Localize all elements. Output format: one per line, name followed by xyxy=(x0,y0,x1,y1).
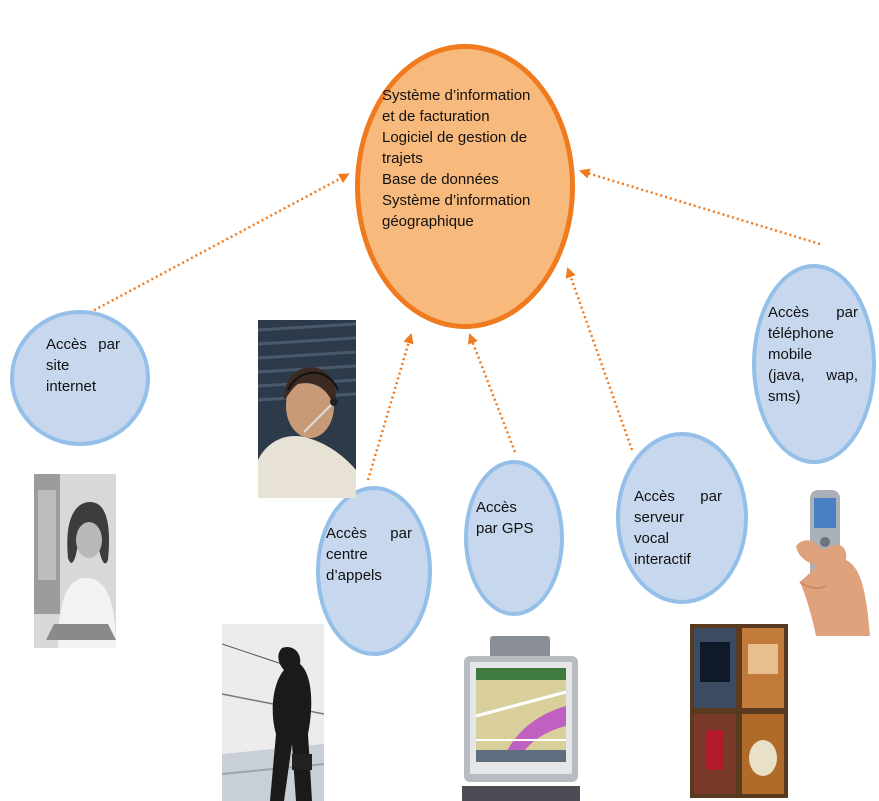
node-internet-circle xyxy=(10,310,150,446)
node-appels-circle xyxy=(316,486,432,656)
node-vocal-line: Accès par xyxy=(634,488,722,505)
node-internet-text: Accès par site internet xyxy=(46,334,120,397)
businessman-on-phone-photo xyxy=(222,624,324,801)
node-vocal-text: Accès par serveur vocal interactif xyxy=(634,486,722,570)
node-mobile-line: (java, wap, xyxy=(768,367,858,384)
node-mobile-text: Accès par téléphone mobile (java, wap, s… xyxy=(768,302,858,407)
node-appels-line: centre xyxy=(326,546,368,563)
node-appels-line: Accès par xyxy=(326,525,412,542)
arrow-internet xyxy=(71,173,350,324)
central-line: et de facturation xyxy=(382,108,490,125)
central-line: Système d’information xyxy=(382,87,531,104)
node-mobile-line: Accès par xyxy=(768,304,858,321)
arrow-vocal xyxy=(565,267,634,451)
node-vocal-circle xyxy=(616,432,748,604)
node-vocal-line: serveur xyxy=(634,509,685,526)
gps-device-photo xyxy=(462,636,580,801)
node-appels-line: d’appels xyxy=(326,567,382,584)
node-mobile-circle xyxy=(752,264,876,464)
node-gps-line: Accès xyxy=(476,499,517,516)
node-gps-text: Accès par GPS xyxy=(476,497,552,539)
node-mobile-line: mobile xyxy=(768,346,813,363)
node-gps-circle xyxy=(464,460,564,616)
central-system-text: Système d’information et de facturation … xyxy=(382,85,547,232)
node-internet-line: site xyxy=(46,357,70,374)
arrow-gps xyxy=(467,333,517,453)
arrow-mobile xyxy=(578,168,821,246)
central-system-circle xyxy=(355,44,575,329)
node-vocal-line: vocal xyxy=(634,530,670,547)
node-vocal-line: interactif xyxy=(634,551,691,568)
arrow-appels xyxy=(366,332,414,481)
node-mobile-line: téléphone xyxy=(768,325,834,342)
multimedia-devices-collage-photo xyxy=(690,624,788,798)
node-appels-text: Accès par centre d’appels xyxy=(326,523,412,586)
node-internet-line: Accès par xyxy=(46,336,120,353)
node-internet-line: internet xyxy=(46,378,97,395)
central-line: Système d’information xyxy=(382,192,531,209)
hand-holding-mobile-phone-photo xyxy=(796,486,879,636)
woman-at-computer-photo xyxy=(34,474,116,648)
node-mobile-line: sms) xyxy=(768,388,801,405)
call-center-agent-photo xyxy=(258,320,356,498)
central-line: géographique xyxy=(382,213,474,230)
central-line: trajets xyxy=(382,150,423,167)
central-line: Base de données xyxy=(382,171,499,188)
central-line: Logiciel de gestion de xyxy=(382,129,528,146)
node-gps-line: par GPS xyxy=(476,520,534,537)
